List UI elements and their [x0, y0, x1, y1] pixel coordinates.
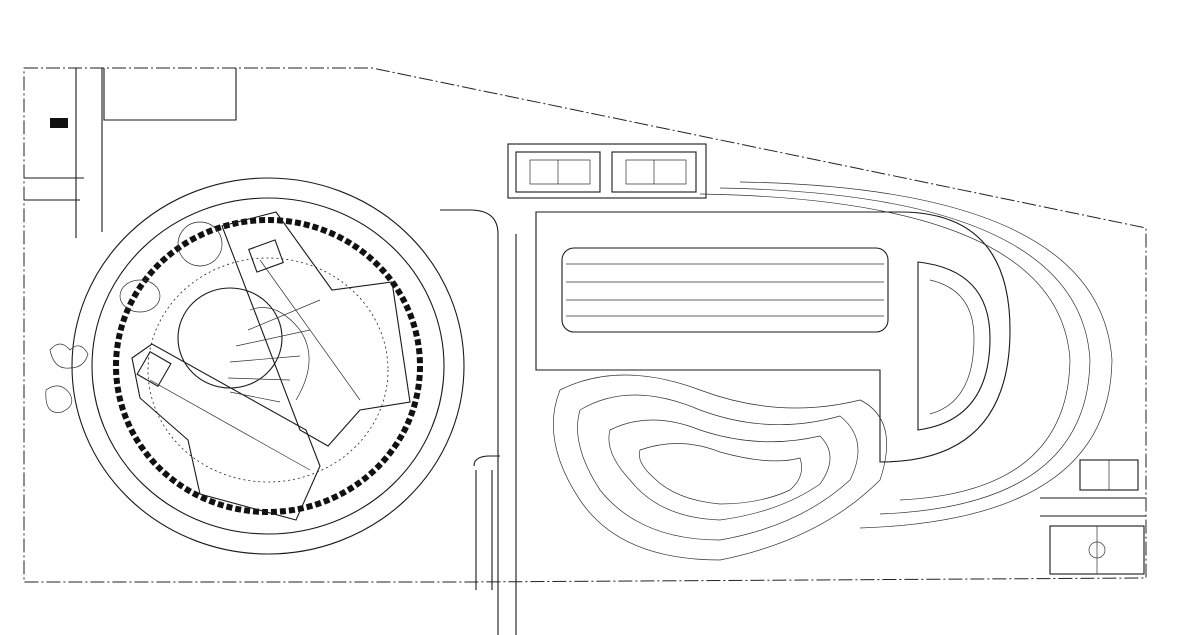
contour-lines [699, 181, 1113, 529]
sports-court [1040, 459, 1146, 575]
access-road-west [24, 68, 103, 238]
existing-building [103, 68, 237, 121]
terrain-relief [552, 374, 887, 561]
tree-cluster-west [45, 221, 223, 413]
stair-mark [50, 118, 68, 128]
building-wing-south [131, 343, 321, 521]
parking-area [535, 211, 1011, 463]
courtyard-garden [177, 287, 321, 403]
entry-path [440, 209, 517, 635]
circular-campus [71, 177, 465, 555]
tennis-courts [507, 143, 707, 199]
site-boundary [23, 67, 1147, 583]
